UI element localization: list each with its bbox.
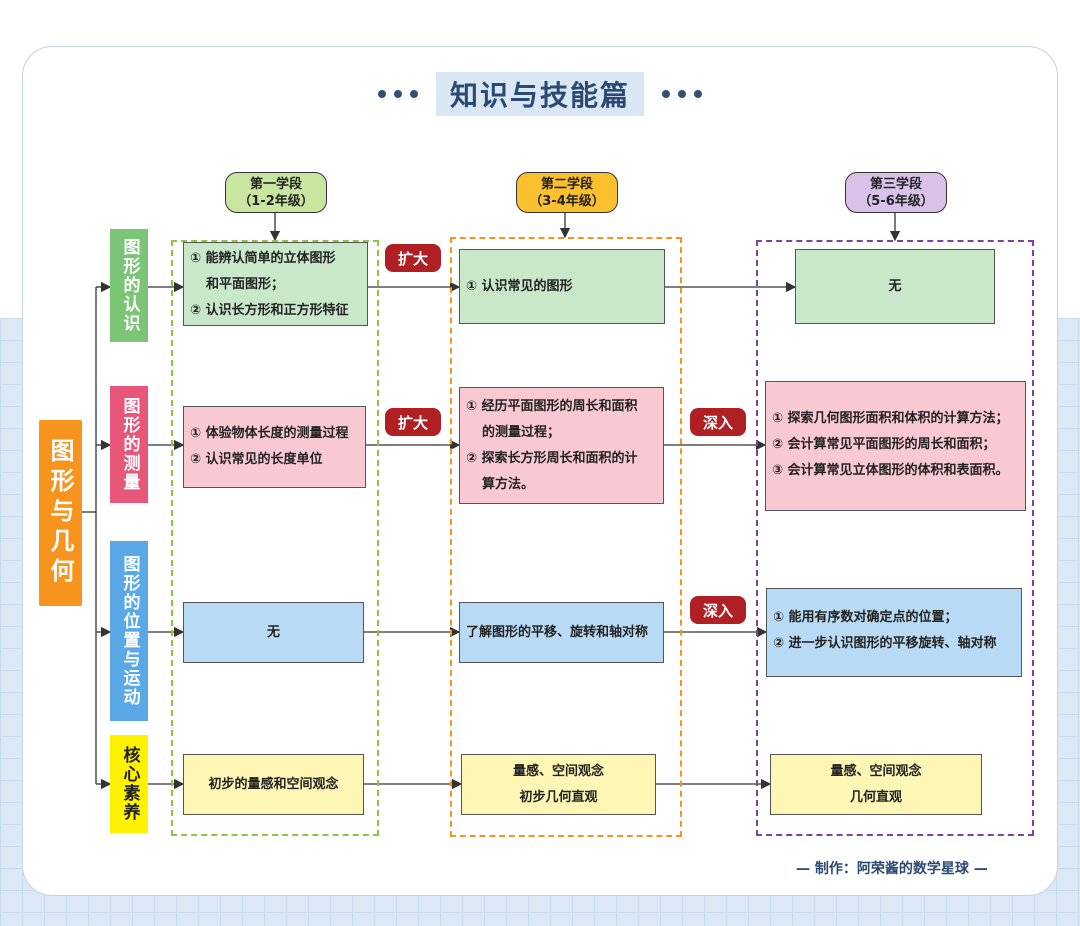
expand-badge-1: 扩大 [385,244,441,272]
stage1-grades: （1-2年级） [238,193,314,209]
literacy-stage3-box: 量感、空间观念 几何直观 [770,754,982,815]
literacy-stage1-line1: 初步的量感和空间观念 [208,776,339,792]
stage1-title: 第一学段 [249,176,302,192]
expand-badge-2: 扩大 [385,408,441,436]
literacy-stage1-box: 初步的量感和空间观念 [183,754,364,815]
stage3-grades: （5-6年级） [858,193,934,209]
position-stage3-line2: ② 进一步认识图形的平移旋转、轴对称 [773,636,997,651]
stage1-header: 第一学段 （1-2年级） [225,172,327,213]
measurement-stage2-line2: 的测量过程； [482,425,561,440]
position-stage3-box: ① 能用有序数对确定点的位置； ② 进一步认识图形的平移旋转、轴对称 [766,588,1022,677]
recognition-stage3-box: 无 [795,249,995,324]
recognition-stage1-line2: 和平面图形； [206,277,285,292]
stage2-header: 第二学段 （3-4年级） [516,172,618,213]
stage2-grades: （3-4年级） [529,193,605,209]
stage2-column [450,237,682,837]
measurement-stage3-line1: ① 探索几何图形面积和体积的计算方法； [772,411,1009,426]
measurement-stage1-line2: ② 认识常见的长度单位 [190,452,323,467]
category-recognition: 图形的认识 [110,229,148,342]
credit-text: — 制作：阿荣酱的数学星球 — [796,861,988,877]
measurement-stage2-line4: 算方法。 [482,477,535,492]
stage3-column [756,240,1034,836]
page-title: 知识与技能篇 [435,72,644,116]
measurement-stage2-box: ① 经历平面图形的周长和面积 的测量过程； ② 探索长方形周长和面积的计 算方法… [459,387,664,504]
stage3-header: 第三学段 （5-6年级） [845,172,947,213]
category-core-literacy: 核心素养 [110,735,148,833]
left-dots [377,90,418,98]
main-topic: 图形与几何 [39,420,82,606]
deepen-badge-1: 深入 [690,408,746,436]
position-stage1-line1: 无 [266,624,280,640]
position-stage2-line1: 了解图形的平移、旋转和轴对称 [466,624,649,640]
position-stage3-line1: ① 能用有序数对确定点的位置； [773,610,958,625]
position-stage2-box: 了解图形的平移、旋转和轴对称 [459,602,664,663]
recognition-stage2-box: ① 认识常见的图形 [459,249,665,324]
header: 知识与技能篇 [0,72,1080,116]
measurement-stage2-line3: ② 探索长方形周长和面积的计 [466,451,638,466]
measurement-stage3-line2: ② 会计算常见平面图形的周长和面积； [772,437,996,452]
literacy-stage3-line1: 量感、空间观念 [830,763,922,779]
literacy-stage2-line1: 量感、空间观念 [512,763,604,779]
measurement-stage1-box: ① 体验物体长度的测量过程 ② 认识常见的长度单位 [183,406,366,488]
recognition-stage1-line1: ① 能辨认简单的立体图形 [190,251,336,266]
measurement-stage2-line1: ① 经历平面图形的周长和面积 [466,399,638,414]
literacy-stage2-line2: 初步几何直观 [519,789,598,805]
recognition-stage1-box: ① 能辨认简单的立体图形 和平面图形； ② 认识长方形和正方形特征 [183,242,368,326]
stage3-title: 第三学段 [869,176,922,192]
measurement-stage1-line1: ① 体验物体长度的测量过程 [190,426,349,441]
category-measurement: 图形的测量 [110,386,148,503]
measurement-stage3-box: ① 探索几何图形面积和体积的计算方法； ② 会计算常见平面图形的周长和面积； ③… [765,381,1026,511]
stage1-column [171,240,379,836]
deepen-badge-2: 深入 [690,596,746,624]
literacy-stage2-box: 量感、空间观念 初步几何直观 [461,754,656,815]
position-stage1-box: 无 [183,602,364,663]
recognition-stage2-line1: ① 认识常见的图形 [466,278,573,294]
recognition-stage1-line3: ② 认识长方形和正方形特征 [190,303,349,318]
right-dots [662,90,702,98]
recognition-stage3-line1: 无 [888,278,902,294]
stage2-title: 第二学段 [540,176,593,192]
category-position-motion: 图形的位置与运动 [110,541,148,721]
literacy-stage3-line2: 几何直观 [849,789,902,805]
measurement-stage3-line3: ③ 会计算常见立体图形的体积和表面积。 [772,463,1009,478]
